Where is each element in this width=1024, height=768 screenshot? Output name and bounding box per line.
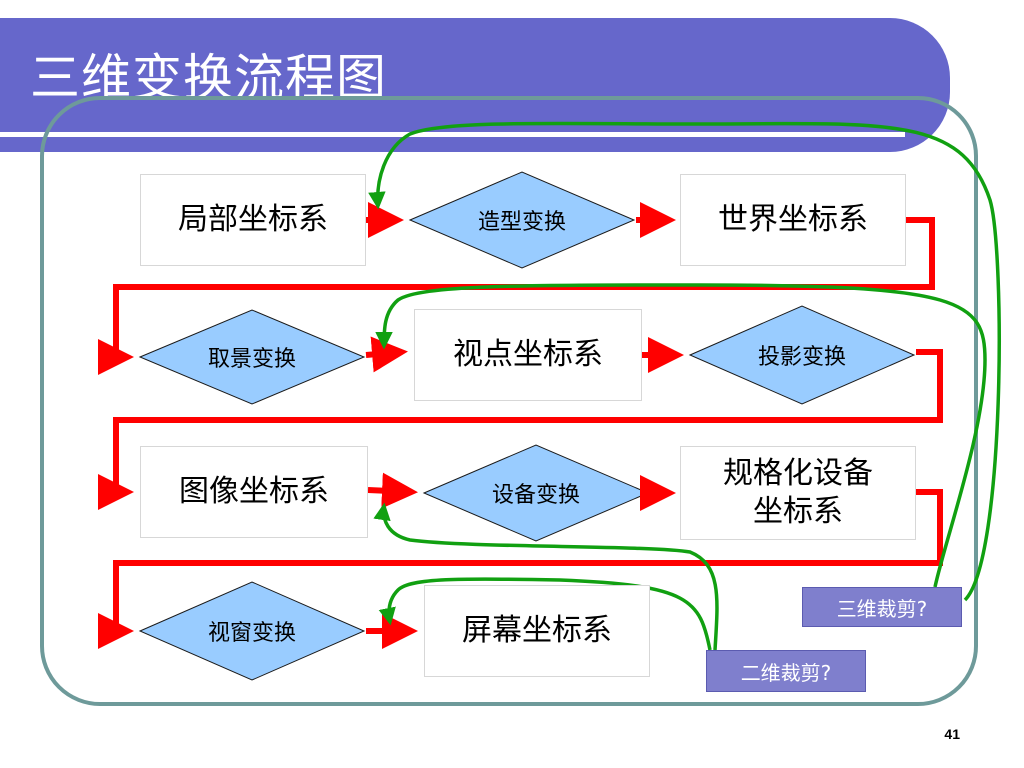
node-screen-label: 屏幕坐标系 (462, 613, 612, 648)
clip-3d-to-viewing (375, 283, 987, 588)
clip-2d-to-viewport (378, 577, 712, 651)
title-bar (0, 18, 950, 152)
tag-2d-clipping: 二维裁剪? (706, 650, 866, 692)
clip-3d-to-modeling (368, 121, 1001, 602)
clip-arrows (368, 121, 1001, 651)
diamond-viewing (138, 309, 366, 405)
arrow-ndc-to-viewport (98, 489, 943, 649)
node-screen-coords: 屏幕坐标系 (424, 585, 650, 677)
node-ndc-label-line2: 坐标系 (753, 494, 843, 529)
node-ndc-label-line1: 规格化设备 (723, 456, 873, 491)
transform-device-label: 设备变换 (491, 483, 580, 508)
flow-arrows (98, 202, 943, 649)
node-image-coords: 图像坐标系 (140, 446, 368, 538)
arrow-image-to-device (367, 472, 418, 509)
node-image-label: 图像坐标系 (179, 474, 329, 509)
diamond-modeling (408, 171, 636, 269)
diamond-viewport (138, 581, 366, 681)
node-world-coords: 世界坐标系 (680, 174, 906, 266)
node-local-coords: 局部坐标系 (140, 174, 366, 266)
arrow-projection-to-image (98, 349, 943, 510)
title-underline (0, 132, 905, 137)
clip-2d-to-device (373, 502, 719, 651)
transform-viewport-label: 视窗变换 (207, 621, 296, 646)
node-view-coords: 视点坐标系 (414, 309, 642, 401)
arrow-viewing-to-view (365, 336, 408, 373)
transform-projection-label: 投影变换 (757, 345, 846, 370)
page-number: 41 (944, 726, 960, 742)
content-frame (40, 96, 978, 706)
node-local-label: 局部坐标系 (178, 202, 328, 237)
transform-modeling-label: 造型变换 (477, 210, 566, 235)
diamond-projection (688, 305, 916, 405)
node-view-label: 视点坐标系 (453, 337, 603, 372)
node-ndc-coords: 规格化设备 坐标系 (680, 446, 916, 540)
node-world-label: 世界坐标系 (718, 202, 868, 237)
tag-3d-clipping: 三维裁剪? (802, 587, 962, 627)
transform-viewing-label: 取景变换 (207, 347, 296, 372)
